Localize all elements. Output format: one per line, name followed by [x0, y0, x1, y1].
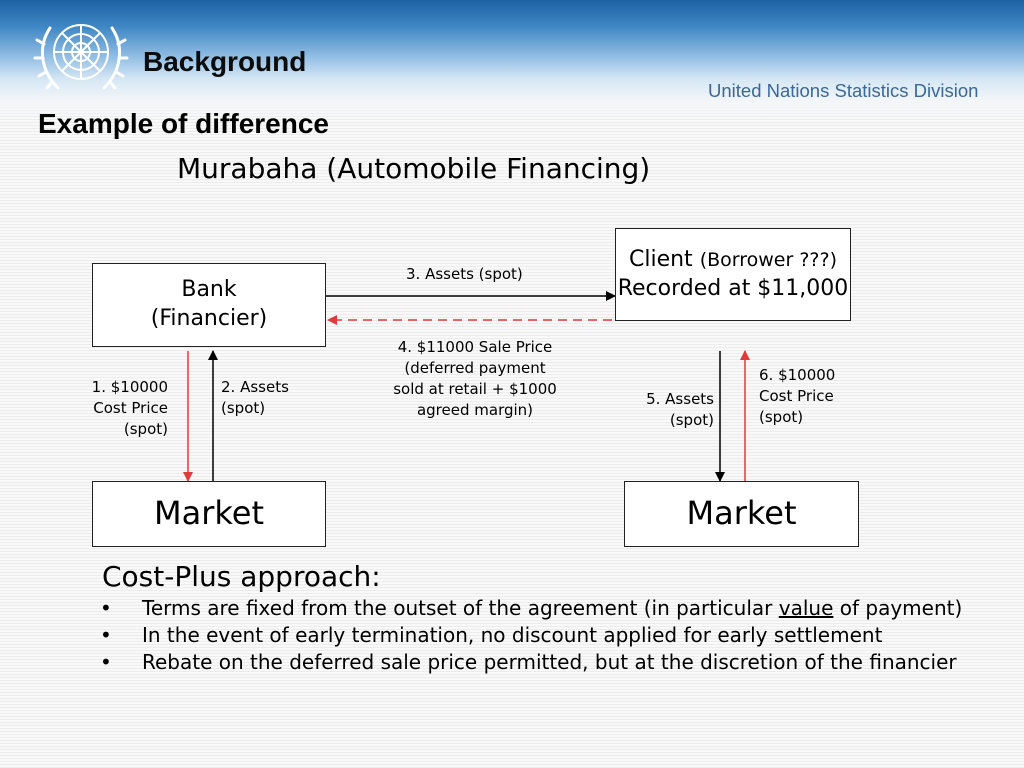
market-label-left: Market — [154, 494, 264, 533]
market-box-left: Market — [92, 481, 326, 547]
bullet-marker: • — [100, 650, 112, 674]
bullet-marker: • — [100, 623, 112, 647]
client-label: Client — [628, 246, 693, 272]
bank-label: Bank — [181, 277, 237, 303]
flow-label-2: 2. Assets (spot) — [221, 377, 289, 419]
bullet-item: • Rebate on the deferred sale price perm… — [100, 649, 1000, 676]
slide-title: Example of difference — [38, 108, 329, 139]
section-title: Background — [143, 46, 307, 77]
bullet-text: In the event of early termination, no di… — [142, 623, 883, 647]
flow-label-2-line: 2. Assets — [221, 378, 289, 396]
flow-label-5: 5. Assets (spot) — [620, 389, 714, 431]
flow-label-2-line: (spot) — [221, 399, 266, 417]
client-role-label: (Borrower ???) — [699, 248, 838, 271]
bullet-marker: • — [100, 596, 112, 620]
bank-box: Bank (Financier) — [92, 263, 326, 347]
cost-plus-heading: Cost-Plus approach: — [102, 560, 381, 593]
bullet-text: of payment) — [833, 596, 963, 620]
bullet-text: Terms are fixed from the outset of the a… — [142, 596, 779, 620]
bullet-item: • In the event of early termination, no … — [100, 622, 1000, 649]
cost-plus-bullet-list: • Terms are fixed from the outset of the… — [100, 595, 1000, 676]
bullet-underlined-text: value — [778, 596, 834, 620]
un-emblem-icon — [33, 24, 129, 90]
flow-label-4-line: sold at retail + $1000 — [393, 380, 557, 398]
flow-label-6-line: Cost Price — [759, 387, 834, 405]
header-banner — [0, 0, 1024, 120]
flow-label-6-line: (spot) — [759, 408, 804, 426]
flow-label-6: 6. $10000 Cost Price (spot) — [759, 365, 835, 428]
flow-label-5-line: 5. Assets — [646, 390, 714, 408]
flow-label-4-line: agreed margin) — [416, 401, 534, 419]
slide-subtitle: Murabaha (Automobile Financing) — [177, 152, 651, 185]
flow-label-1-line: Cost Price — [93, 399, 168, 417]
organization-name: United Nations Statistics Division — [708, 80, 979, 101]
client-box: Client (Borrower ???) Recorded at $11,00… — [615, 228, 851, 321]
flow-label-4-line: 4. $11000 Sale Price — [397, 338, 553, 356]
flow-label-6-line: 6. $10000 — [759, 366, 836, 384]
client-title: Client (Borrower ???) — [629, 246, 837, 275]
bullet-text: Rebate on the deferred sale price permit… — [142, 650, 957, 674]
market-label-right: Market — [686, 494, 797, 533]
flow-label-1-line: (spot) — [123, 420, 168, 438]
flow-label-4: 4. $11000 Sale Price (deferred payment s… — [380, 337, 570, 421]
flow-label-3: 3. Assets (spot) — [406, 265, 523, 283]
flow-label-1-line: 1. $10000 — [91, 378, 168, 396]
client-recorded-label: Recorded at $11,000 — [617, 275, 849, 301]
flow-label-5-line: (spot) — [669, 411, 714, 429]
market-box-right: Market — [624, 481, 859, 547]
flow-label-4-line: (deferred payment — [404, 359, 546, 377]
bullet-item: • Terms are fixed from the outset of the… — [100, 595, 1000, 622]
bank-role-label: (Financier) — [150, 306, 268, 331]
flow-label-1: 1. $10000 Cost Price (spot) — [70, 377, 168, 440]
